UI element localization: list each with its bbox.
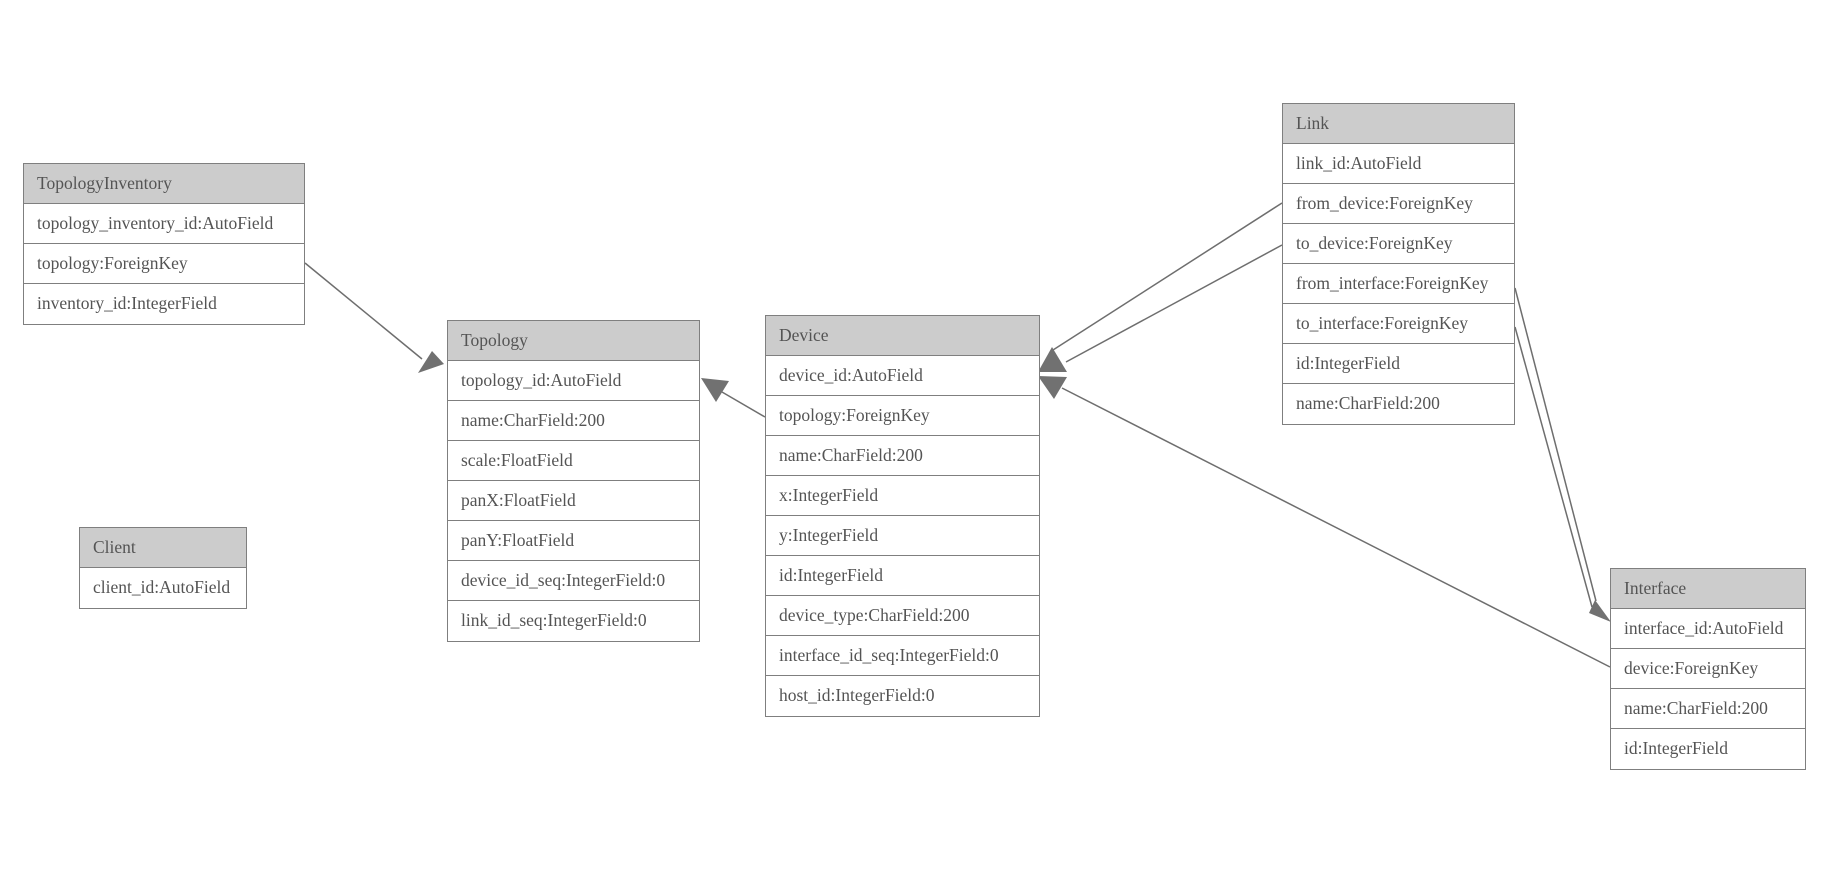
field-row-topology-5: device_id_seq:IntegerField:0 (448, 561, 699, 601)
field-row-device-8: host_id:IntegerField:0 (766, 676, 1039, 716)
field-row-topology-0: topology_id:AutoField (448, 361, 699, 401)
field-row-link-5: id:IntegerField (1283, 344, 1514, 384)
field-row-device-0: device_id:AutoField (766, 356, 1039, 396)
field-row-device-5: id:IntegerField (766, 556, 1039, 596)
relationship-arrowhead-interface-device-device (1038, 376, 1067, 399)
entity-title-link: Link (1283, 104, 1514, 144)
field-row-link-3: from_interface:ForeignKey (1283, 264, 1514, 304)
relationship-line-link-from-interface-interface (1514, 287, 1597, 602)
field-row-device-7: interface_id_seq:IntegerField:0 (766, 636, 1039, 676)
field-row-device-2: name:CharField:200 (766, 436, 1039, 476)
field-row-interface-3: id:IntegerField (1611, 729, 1805, 769)
field-row-topologyinventory-0: topology_inventory_id:AutoField (24, 204, 304, 244)
field-row-device-6: device_type:CharField:200 (766, 596, 1039, 636)
field-row-link-6: name:CharField:200 (1283, 384, 1514, 424)
field-row-topology-6: link_id_seq:IntegerField:0 (448, 601, 699, 641)
field-row-link-4: to_interface:ForeignKey (1283, 304, 1514, 344)
field-row-topologyinventory-1: topology:ForeignKey (24, 244, 304, 284)
relationship-arrowhead-link-from-device-device (1038, 347, 1067, 372)
field-row-topologyinventory-2: inventory_id:IntegerField (24, 284, 304, 324)
field-row-topology-2: scale:FloatField (448, 441, 699, 481)
relationship-line-link-from-device-device (1052, 202, 1283, 351)
entity-title-device: Device (766, 316, 1039, 356)
field-row-topology-1: name:CharField:200 (448, 401, 699, 441)
relationship-line-link-to-device-device (1065, 244, 1283, 363)
entity-title-topologyinventory: TopologyInventory (24, 164, 304, 204)
relationship-arrowhead-link-from-interface-interface (1589, 600, 1611, 622)
field-row-topology-3: panX:FloatField (448, 481, 699, 521)
field-row-topology-4: panY:FloatField (448, 521, 699, 561)
relationship-line-link-to-interface-interface (1514, 326, 1593, 608)
field-row-link-0: link_id:AutoField (1283, 144, 1514, 184)
entity-title-client: Client (80, 528, 246, 568)
field-row-device-1: topology:ForeignKey (766, 396, 1039, 436)
field-row-interface-2: name:CharField:200 (1611, 689, 1805, 729)
field-row-interface-0: interface_id:AutoField (1611, 609, 1805, 649)
relationship-line-interface-device-device (1061, 387, 1611, 668)
field-row-device-3: x:IntegerField (766, 476, 1039, 516)
field-row-client-0: client_id:AutoField (80, 568, 246, 608)
relationship-line-device-topology (721, 391, 766, 418)
field-row-link-1: from_device:ForeignKey (1283, 184, 1514, 224)
relationship-line-topologyinventory-topology (304, 262, 423, 360)
entity-title-interface: Interface (1611, 569, 1805, 609)
entity-title-topology: Topology (448, 321, 699, 361)
field-row-link-2: to_device:ForeignKey (1283, 224, 1514, 264)
relationship-arrowhead-device-topology (701, 378, 729, 402)
field-row-device-4: y:IntegerField (766, 516, 1039, 556)
relationship-arrowhead-topologyinventory-topology (418, 351, 444, 373)
field-row-interface-1: device:ForeignKey (1611, 649, 1805, 689)
